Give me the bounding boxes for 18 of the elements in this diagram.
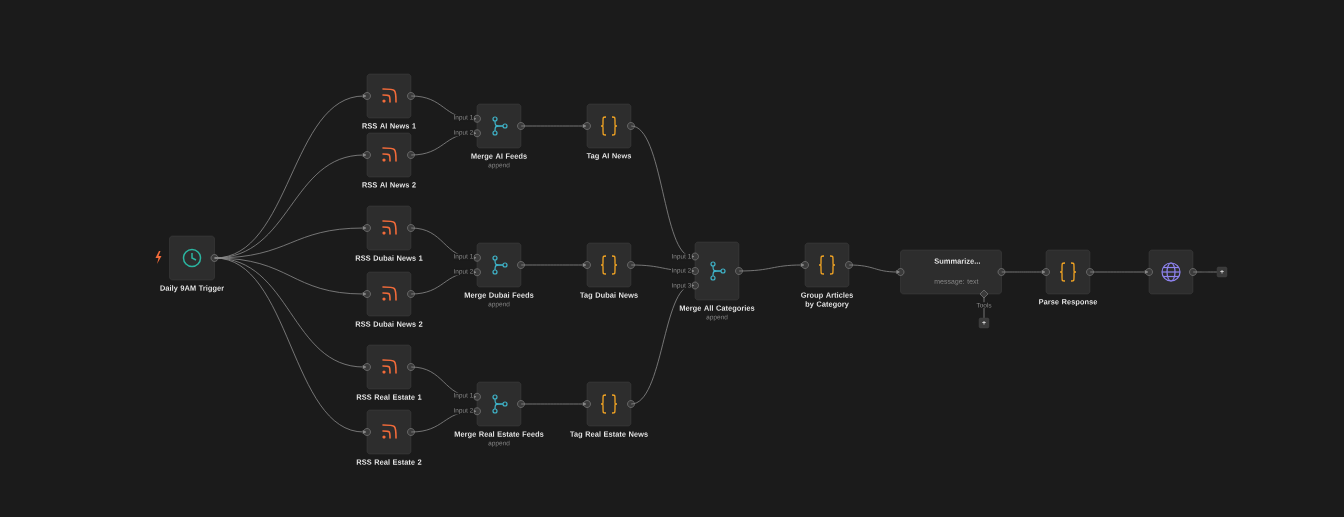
- connector: [410, 270, 477, 295]
- connector: [410, 131, 477, 156]
- connector: [630, 283, 695, 405]
- connector: [1089, 270, 1149, 274]
- connector: [1192, 271, 1218, 273]
- connector: [520, 402, 587, 406]
- connector: [214, 257, 367, 434]
- connector: [520, 263, 587, 267]
- connector: [520, 124, 587, 128]
- connector: [1001, 270, 1046, 274]
- connector: [630, 125, 695, 259]
- connector: [738, 263, 805, 272]
- connector: [410, 366, 477, 399]
- connector: [848, 264, 900, 274]
- connector: [410, 227, 477, 260]
- connector: [410, 409, 477, 433]
- connector: [214, 257, 367, 369]
- connector: [410, 95, 477, 121]
